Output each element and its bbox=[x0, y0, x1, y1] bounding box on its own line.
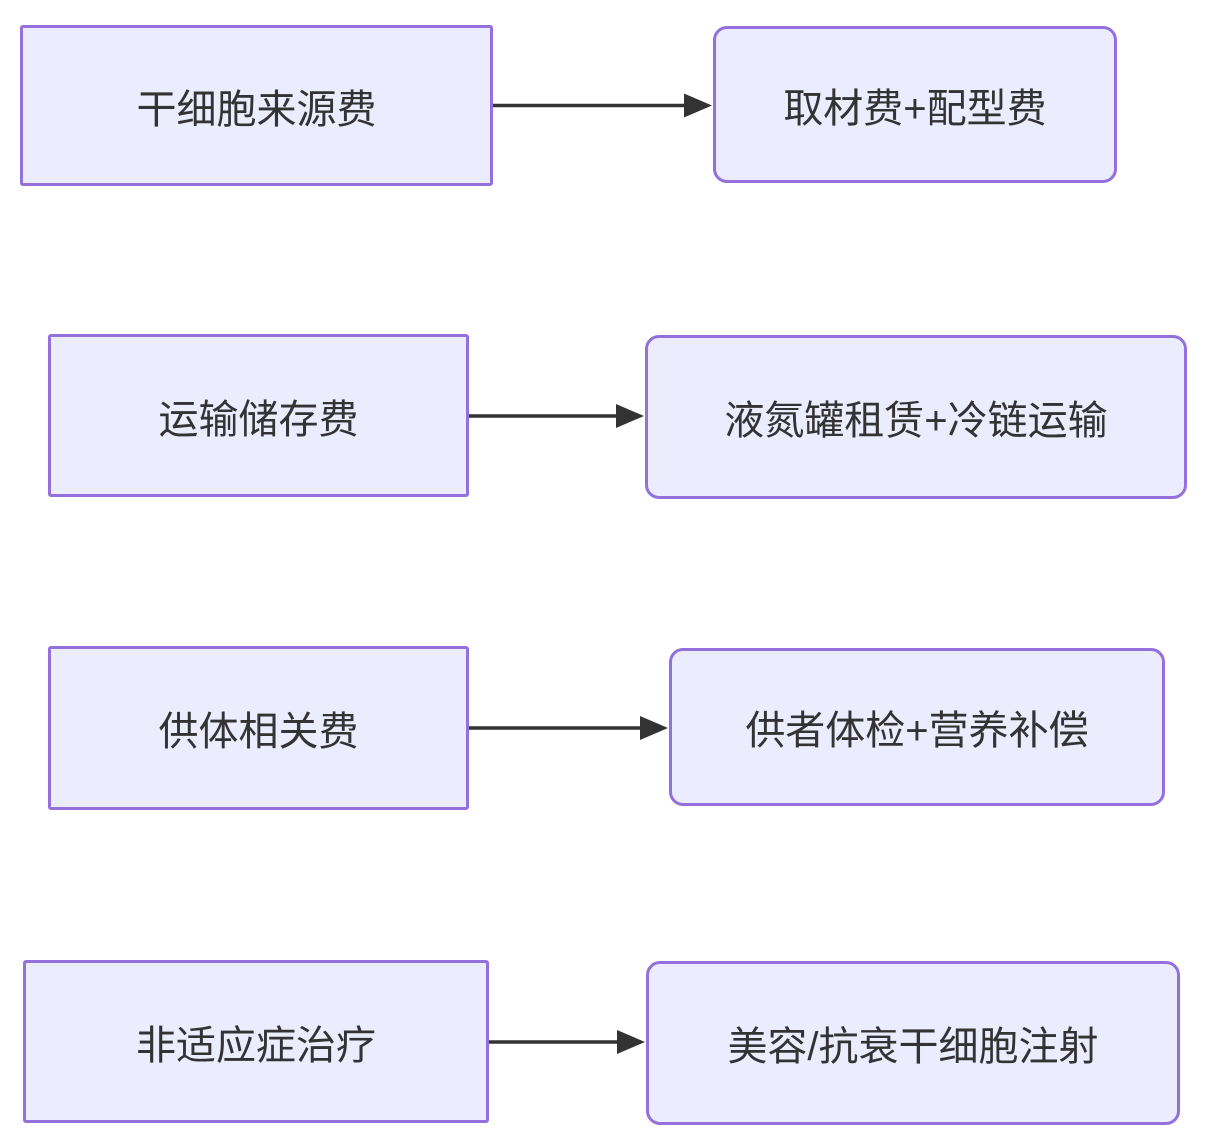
target-node-cosmetic-antiaging-injection: 美容/抗衰干细胞注射 bbox=[646, 961, 1180, 1125]
source-node-donor-related-fee: 供体相关费 bbox=[48, 646, 469, 810]
source-node-stem-cell-source-fee: 干细胞来源费 bbox=[20, 25, 493, 186]
node-label: 供者体检+营养补偿 bbox=[745, 709, 1089, 753]
target-node-nitrogen-tank-cold-chain: 液氮罐租赁+冷链运输 bbox=[645, 335, 1187, 499]
arrow-1 bbox=[493, 93, 712, 118]
arrowhead-icon bbox=[616, 404, 644, 428]
source-node-transport-storage-fee: 运输储存费 bbox=[48, 334, 469, 497]
node-label: 干细胞来源费 bbox=[136, 87, 377, 132]
arrow-4 bbox=[489, 1030, 645, 1054]
arrow-3 bbox=[469, 716, 668, 740]
node-label: 美容/抗衰干细胞注射 bbox=[727, 1025, 1099, 1069]
target-node-sampling-matching-fee: 取材费+配型费 bbox=[713, 26, 1117, 183]
arrowhead-icon bbox=[684, 93, 712, 118]
node-label: 非适应症治疗 bbox=[136, 1023, 376, 1068]
node-label: 运输储存费 bbox=[158, 397, 359, 442]
arrow-2 bbox=[469, 404, 644, 428]
node-label: 取材费+配型费 bbox=[783, 86, 1047, 131]
node-label: 供体相关费 bbox=[158, 710, 359, 754]
target-node-donor-checkup-nutrition: 供者体检+营养补偿 bbox=[669, 648, 1165, 806]
arrowhead-icon bbox=[640, 716, 668, 740]
source-node-non-indication-treatment: 非适应症治疗 bbox=[23, 960, 489, 1123]
arrowhead-icon bbox=[617, 1030, 645, 1054]
node-label: 液氮罐租赁+冷链运输 bbox=[724, 399, 1108, 443]
